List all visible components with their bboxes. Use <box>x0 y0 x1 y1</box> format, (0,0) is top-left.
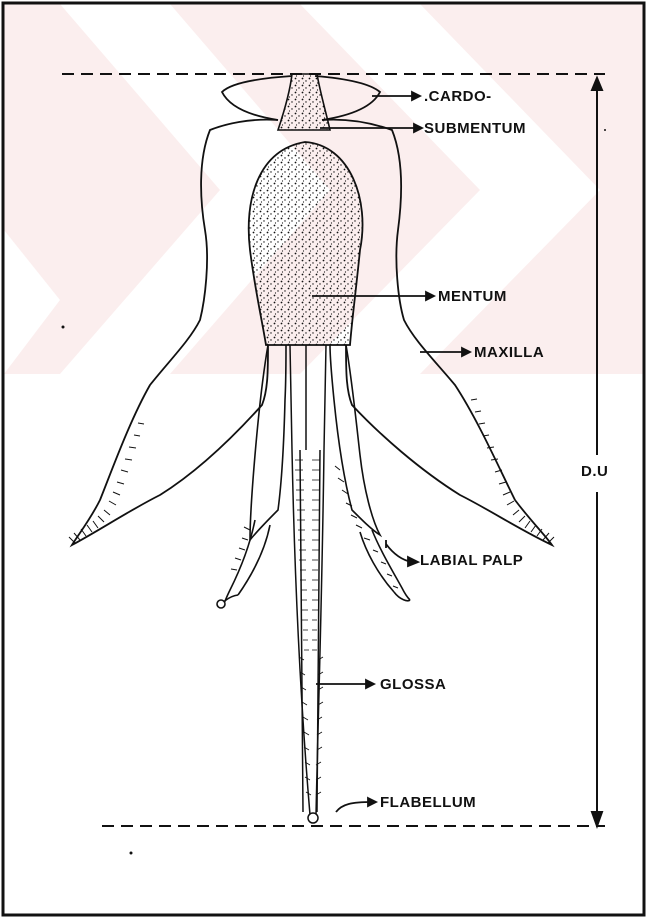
glossa-rings <box>295 460 320 650</box>
maxilla-hairs <box>69 399 554 543</box>
label-flabellum: FLABELLUM <box>380 795 476 810</box>
galea-shape <box>250 345 380 540</box>
label-labial-palp: LABIAL PALP <box>420 553 523 568</box>
label-mentum: MENTUM <box>438 289 507 304</box>
speck <box>62 326 65 329</box>
label-cardo: .CARDO- <box>424 89 492 104</box>
label-submentum: SUBMENTUM <box>424 121 526 136</box>
labial-palp-shape <box>217 520 410 608</box>
glossa-shape <box>290 345 326 823</box>
label-maxilla: MAXILLA <box>474 345 544 360</box>
speck <box>130 852 133 855</box>
mentum-shape <box>249 142 363 345</box>
label-glossa: GLOSSA <box>380 677 446 692</box>
speck <box>604 129 606 131</box>
label-dimension: D.U <box>580 464 609 479</box>
